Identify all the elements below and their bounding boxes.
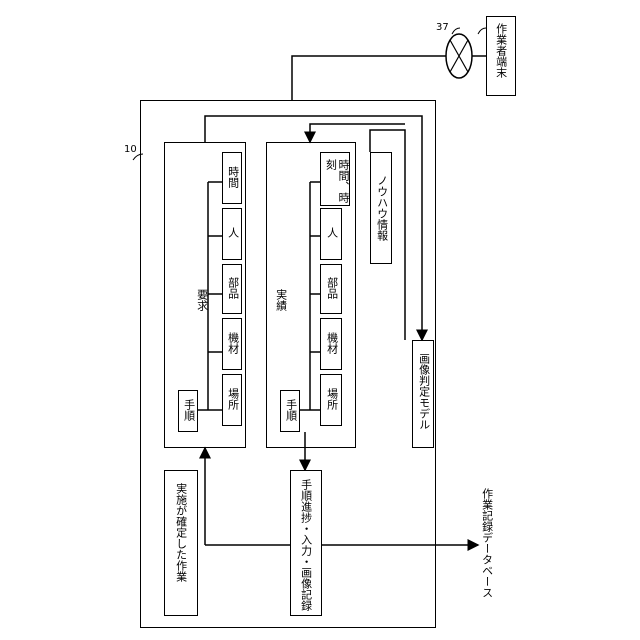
ref-37-leader <box>452 28 460 34</box>
act-item-0: 場所 <box>320 374 342 426</box>
req-item-0-label: 場所 <box>226 388 239 410</box>
act-item-0-label: 場所 <box>325 388 338 410</box>
act-item-1: 機材 <box>320 318 342 370</box>
progress-input-box: 手順進捗・入力・画像記録 <box>290 470 322 616</box>
terminal-label: 作業者端末 <box>494 23 507 78</box>
database-label: 作業記録データベース <box>480 488 493 598</box>
terminal-box: 作業者端末 <box>486 16 516 96</box>
req-item-1-label: 機材 <box>226 332 239 354</box>
req-item-4-label: 時間 <box>226 166 239 188</box>
image-model-box: 画像判定モデル <box>412 340 434 448</box>
progress-input-label: 手順進捗・入力・画像記録 <box>299 479 312 611</box>
act-item-3: 人 <box>320 208 342 260</box>
req-item-3-label: 人 <box>226 227 239 238</box>
act-item-2: 部品 <box>320 264 342 314</box>
req-item-4: 時間 <box>222 152 242 204</box>
decided-work-box: 実施が確定した作業 <box>164 470 198 616</box>
act-item-4-label: 時間、時刻 <box>323 159 349 203</box>
decided-work-label: 実施が確定した作業 <box>174 483 187 582</box>
ref-37: 37 <box>436 22 449 33</box>
req-step-box: 手順 <box>178 390 198 432</box>
req-step-label: 手順 <box>182 399 195 421</box>
req-item-3: 人 <box>222 208 242 260</box>
actual-title: 実績 <box>274 289 287 311</box>
act-item-1-label: 機材 <box>325 332 338 354</box>
requirement-title: 要求 <box>195 289 208 311</box>
knowhow-label: ノウハウ情報 <box>375 175 388 241</box>
act-item-4: 時間、時刻 <box>320 152 350 206</box>
req-item-2-label: 部品 <box>226 277 239 299</box>
req-item-1: 機材 <box>222 318 242 370</box>
knowhow-box: ノウハウ情報 <box>370 152 392 264</box>
req-item-2: 部品 <box>222 264 242 314</box>
act-item-3-label: 人 <box>325 227 338 238</box>
ref-10: 10 <box>124 144 137 155</box>
image-model-label: 画像判定モデル <box>417 353 430 430</box>
ref-39-leader <box>478 28 486 34</box>
system-network-line <box>292 56 448 100</box>
act-step-box: 手順 <box>280 390 300 432</box>
act-step-label: 手順 <box>284 399 297 421</box>
network-icon <box>446 34 472 78</box>
req-item-0: 場所 <box>222 374 242 426</box>
act-item-2-label: 部品 <box>325 277 338 299</box>
